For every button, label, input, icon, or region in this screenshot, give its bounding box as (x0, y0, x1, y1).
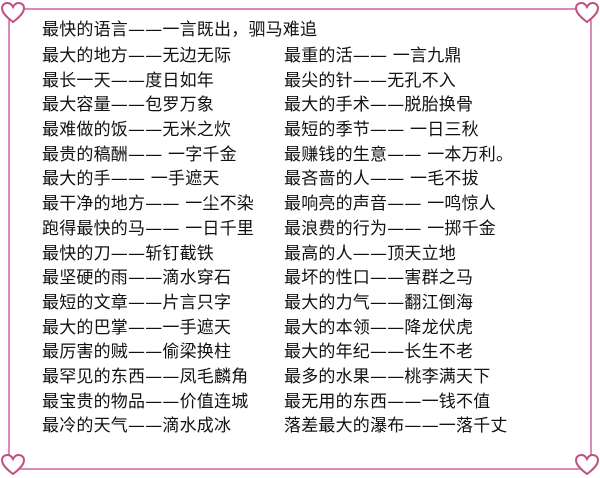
idiom-right: 最响亮的声音—— 一鸣惊人 (284, 194, 497, 215)
idiom-right: 最大的力气——翻江倒海 (284, 292, 474, 313)
idiom-right: 最无用的东西——一钱不值 (284, 391, 491, 412)
idiom-left: 跑得最快的马—— 一日千里 (42, 218, 255, 239)
idiom-grid: 最大的地方——无边无际 最重的活—— 一言九鼎 最长一天——度日如年 最尖的针—… (42, 44, 572, 439)
idiom-right: 最吝啬的人—— 一毛不拔 (284, 169, 479, 190)
idiom-left: 最冷的天气——滴水成冰 (42, 416, 232, 437)
heart-icon (574, 453, 600, 476)
idiom-left: 最大的手—— 一手遮天 (42, 169, 220, 190)
idiom-left: 最干净的地方—— 一尘不染 (42, 194, 255, 215)
idiom-left: 最大的巴掌——一手遮天 (42, 317, 232, 338)
idiom-card (8, 8, 592, 470)
idiom-right: 最大的年纪——长生不老 (284, 342, 474, 363)
idiom-left: 最快的刀——斩钉截铁 (42, 243, 214, 264)
idiom-left: 最长一天——度日如年 (42, 70, 214, 91)
idiom-right: 最尖的针——无孔不入 (284, 70, 456, 91)
heart-icon (574, 1, 600, 24)
idiom-left: 最大容量——包罗万象 (42, 95, 214, 116)
idiom-left: 最厉害的贼——偷梁换柱 (42, 342, 232, 363)
idiom-left: 最坚硬的雨——滴水穿石 (42, 268, 232, 289)
idiom-right: 最大的手术——脱胎换骨 (284, 95, 474, 116)
idiom-left: 最宝贵的物品——价值连城 (42, 391, 249, 412)
idiom-right: 最浪费的行为—— 一掷千金 (284, 218, 497, 239)
idiom-right: 最高的人——顶天立地 (284, 243, 456, 264)
idiom-right: 最重的活—— 一言九鼎 (284, 46, 462, 66)
idiom-left: 最罕见的东西——凤毛麟角 (42, 366, 249, 387)
idiom-right: 最多的水果——桃李满天下 (284, 366, 491, 387)
heart-icon (0, 453, 26, 476)
idiom-right: 最坏的性口——害群之马 (284, 268, 474, 289)
idiom-right: 最短的季节—— 一日三秋 (284, 120, 479, 141)
idiom-left: 最短的文章——片言只字 (42, 292, 232, 313)
idiom-right: 最大的本领——降龙伏虎 (284, 317, 474, 338)
idiom-right: 落差最大的瀑布——一落千丈 (284, 416, 508, 437)
heart-icon (0, 1, 26, 24)
idiom-left: 最难做的饭——无米之炊 (42, 120, 232, 141)
idiom-left: 最大的地方——无边无际 (42, 46, 232, 66)
idiom-right: 最赚钱的生意—— 一本万利。 (284, 144, 514, 165)
page-title: 最快的语言——一言既出，驷马难追 (42, 20, 318, 40)
idiom-left: 最贵的稿酬—— 一字千金 (42, 144, 237, 165)
